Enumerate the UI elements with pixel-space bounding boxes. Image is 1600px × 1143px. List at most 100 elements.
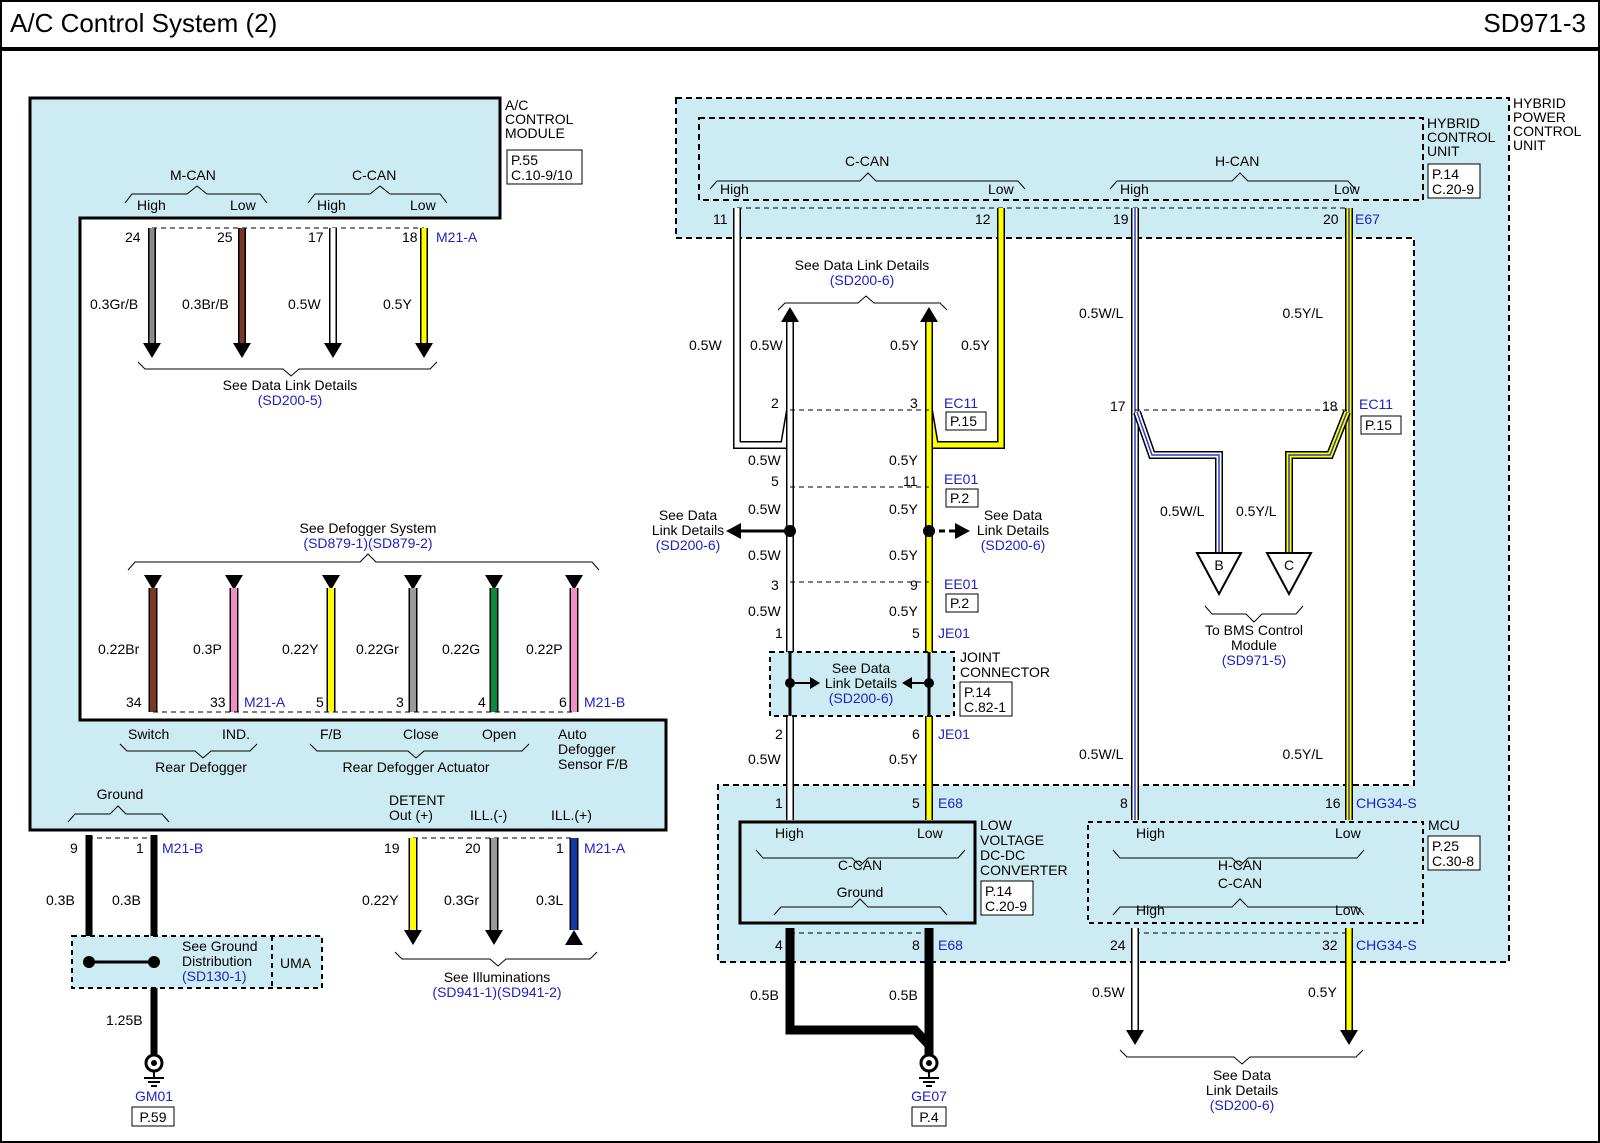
ground-bracket [67, 805, 170, 823]
defogger-ref: (SD879-1)(SD879-2) [303, 535, 432, 551]
ldc-ref-2: C.20-9 [985, 898, 1027, 914]
ldc-ccan: C-CAN [838, 857, 882, 873]
gm01-ref-box [131, 1106, 175, 1127]
mcu-low-1: Low [1335, 825, 1362, 841]
jc-arrow-w [810, 677, 820, 689]
right-ec11-ref-box [1360, 415, 1402, 435]
mcu-bottom-ref: (SD200-6) [1210, 1097, 1275, 1113]
mcu-high-1: High [1136, 825, 1165, 841]
mcu-hcan: H-CAN [1218, 857, 1262, 873]
defog-conn-b: M21-B [584, 694, 625, 710]
mcu-ref-box [1427, 835, 1481, 871]
ac-link-label: See Data Link Details [223, 377, 358, 393]
defog-p5: 4 [478, 694, 486, 710]
ac-link-ref: (SD200-5) [258, 392, 323, 408]
svg-text:CONTROL: CONTROL [1513, 123, 1582, 139]
wire-hcu-w [733, 208, 794, 449]
ee01-label-1: EE01 [944, 471, 978, 487]
branch-wl [1133, 410, 1223, 555]
bms-label-1: To BMS Control [1205, 622, 1303, 638]
defogger-arrows [144, 575, 583, 590]
defog-w5: 0.22G [442, 641, 480, 657]
defog-p4: 3 [396, 694, 404, 710]
defog-auto-3: Sensor F/B [558, 756, 628, 772]
gm01-ref: P.59 [140, 1109, 167, 1125]
ill-conn: M21-A [584, 840, 626, 856]
hcu-pin-12: 12 [975, 211, 991, 227]
cy-2: 0.5Y [889, 452, 918, 468]
e68-label-top: E68 [938, 795, 963, 811]
ge07-ref: P.4 [919, 1109, 938, 1125]
ill-w2: 0.3Gr [444, 892, 479, 908]
wl-branch-label: 0.5W/L [1160, 503, 1205, 519]
ee01-ref-box-2 [945, 593, 979, 613]
joint-name-2: CONNECTOR [960, 664, 1050, 680]
gnd-pin-1: 1 [136, 840, 144, 856]
ill-pin-20: 20 [465, 840, 481, 856]
mcu-pin-32: 32 [1322, 937, 1338, 953]
ill-w3: 0.3L [536, 892, 563, 908]
jc-dot-w [785, 678, 795, 688]
cw-3: 0.5W [748, 501, 781, 517]
hcu-pin-11: 11 [713, 211, 728, 227]
mcu-bottom-link-2: Link Details [1206, 1082, 1278, 1098]
bms-ref: (SD971-5) [1222, 652, 1287, 668]
ldc-ground-wires [785, 928, 934, 1058]
hpcu-name: HYBRID POWER CONTROL UNIT [1513, 95, 1582, 153]
gnd-wire-label-2: 0.3B [112, 892, 141, 908]
mcu-high-2: High [1136, 902, 1165, 918]
cw-4: 0.5W [748, 547, 781, 563]
ee01-ref-1: P.2 [950, 490, 969, 506]
e68-pin-8: 8 [912, 937, 920, 953]
bms-bracket [1204, 605, 1304, 623]
ill-ref: (SD941-1)(SD941-2) [432, 984, 561, 1000]
mcu-chg-top: CHG34-S [1356, 795, 1417, 811]
defog-w2: 0.3P [193, 641, 222, 657]
gnd-splice-2 [148, 956, 160, 968]
uma-label: UMA [280, 955, 312, 971]
ccan-bracket [307, 185, 448, 204]
ill-bracket [394, 951, 598, 967]
gnd-dist-2: Distribution [182, 953, 252, 969]
svg-text:CONTROL: CONTROL [1427, 129, 1496, 145]
wire-label-brb: 0.3Br/B [182, 296, 229, 312]
ground-label: Ground [97, 786, 144, 802]
ldc-low: Low [917, 825, 944, 841]
cy-3: 0.5Y [889, 501, 918, 517]
gm01-label: GM01 [135, 1088, 173, 1104]
hcu-name: HYBRID CONTROL UNIT [1427, 115, 1496, 159]
defog-w6: 0.22P [526, 641, 563, 657]
e68-pin-4: 4 [775, 937, 783, 953]
left-side-link-1: See Data [659, 507, 718, 523]
ldc-box [738, 820, 977, 925]
actuator-bracket [309, 743, 530, 759]
cw-6: 0.5W [748, 751, 781, 767]
hcu-low-1: Low [988, 181, 1015, 197]
defogger-see: See Defogger System [300, 520, 437, 536]
svg-text:UNIT: UNIT [1427, 143, 1460, 159]
mcu-pin-16: 16 [1325, 795, 1341, 811]
ac-data-link-bracket [137, 361, 438, 377]
mcu-hcan-bracket [1112, 849, 1365, 867]
mcu-y-label: 0.5Y [1308, 984, 1337, 1000]
gnd-conn: M21-B [162, 840, 203, 856]
ldc-gnd-wire-1: 0.5B [750, 987, 779, 1003]
mcu-ref-1: P.25 [1432, 838, 1459, 854]
e68-pin-1: 1 [775, 795, 783, 811]
ccan-low: Low [410, 197, 437, 213]
pin-18: 18 [402, 229, 418, 245]
ccan-high: High [317, 197, 346, 213]
wl-label-top: 0.5W/L [1079, 305, 1124, 321]
jc-arrow-y [902, 677, 912, 689]
right-side-link-2: Link Details [977, 522, 1049, 538]
je01-pin-6: 6 [912, 726, 920, 742]
right-side-link-3: (SD200-6) [981, 537, 1046, 553]
ac-name-1: A/C [505, 97, 528, 113]
wire-label-grb: 0.3Gr/B [90, 296, 138, 312]
hcu-ccan: C-CAN [845, 153, 889, 169]
ill-wires [408, 838, 579, 930]
mcu-chg-bottom: CHG34-S [1356, 937, 1417, 953]
splice-y-arrow [955, 523, 970, 539]
ldc-ground: Ground [837, 884, 884, 900]
